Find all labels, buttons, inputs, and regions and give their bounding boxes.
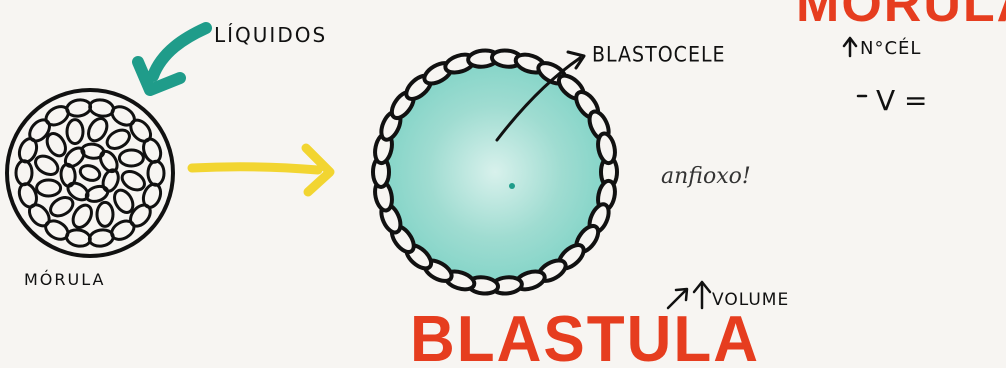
morula-label: MÓRULA bbox=[24, 270, 105, 289]
blastula-diagram bbox=[373, 49, 618, 295]
morula-title: MORULA bbox=[796, 0, 1006, 34]
volume-equation-label: V = bbox=[876, 84, 928, 117]
liquid-arrow-icon bbox=[138, 28, 206, 90]
liquidos-label: LÍQUIDOS bbox=[214, 23, 327, 47]
anfioxo-note: anfioxo! bbox=[661, 164, 751, 189]
right-arrow-icon bbox=[192, 148, 330, 192]
morula-cell-cluster bbox=[7, 90, 173, 256]
blastocele-label: BLASTOCELE bbox=[592, 43, 726, 67]
blastula-title: BLASTULA bbox=[410, 302, 760, 368]
cell-number-label: N°CÉL bbox=[860, 38, 921, 59]
